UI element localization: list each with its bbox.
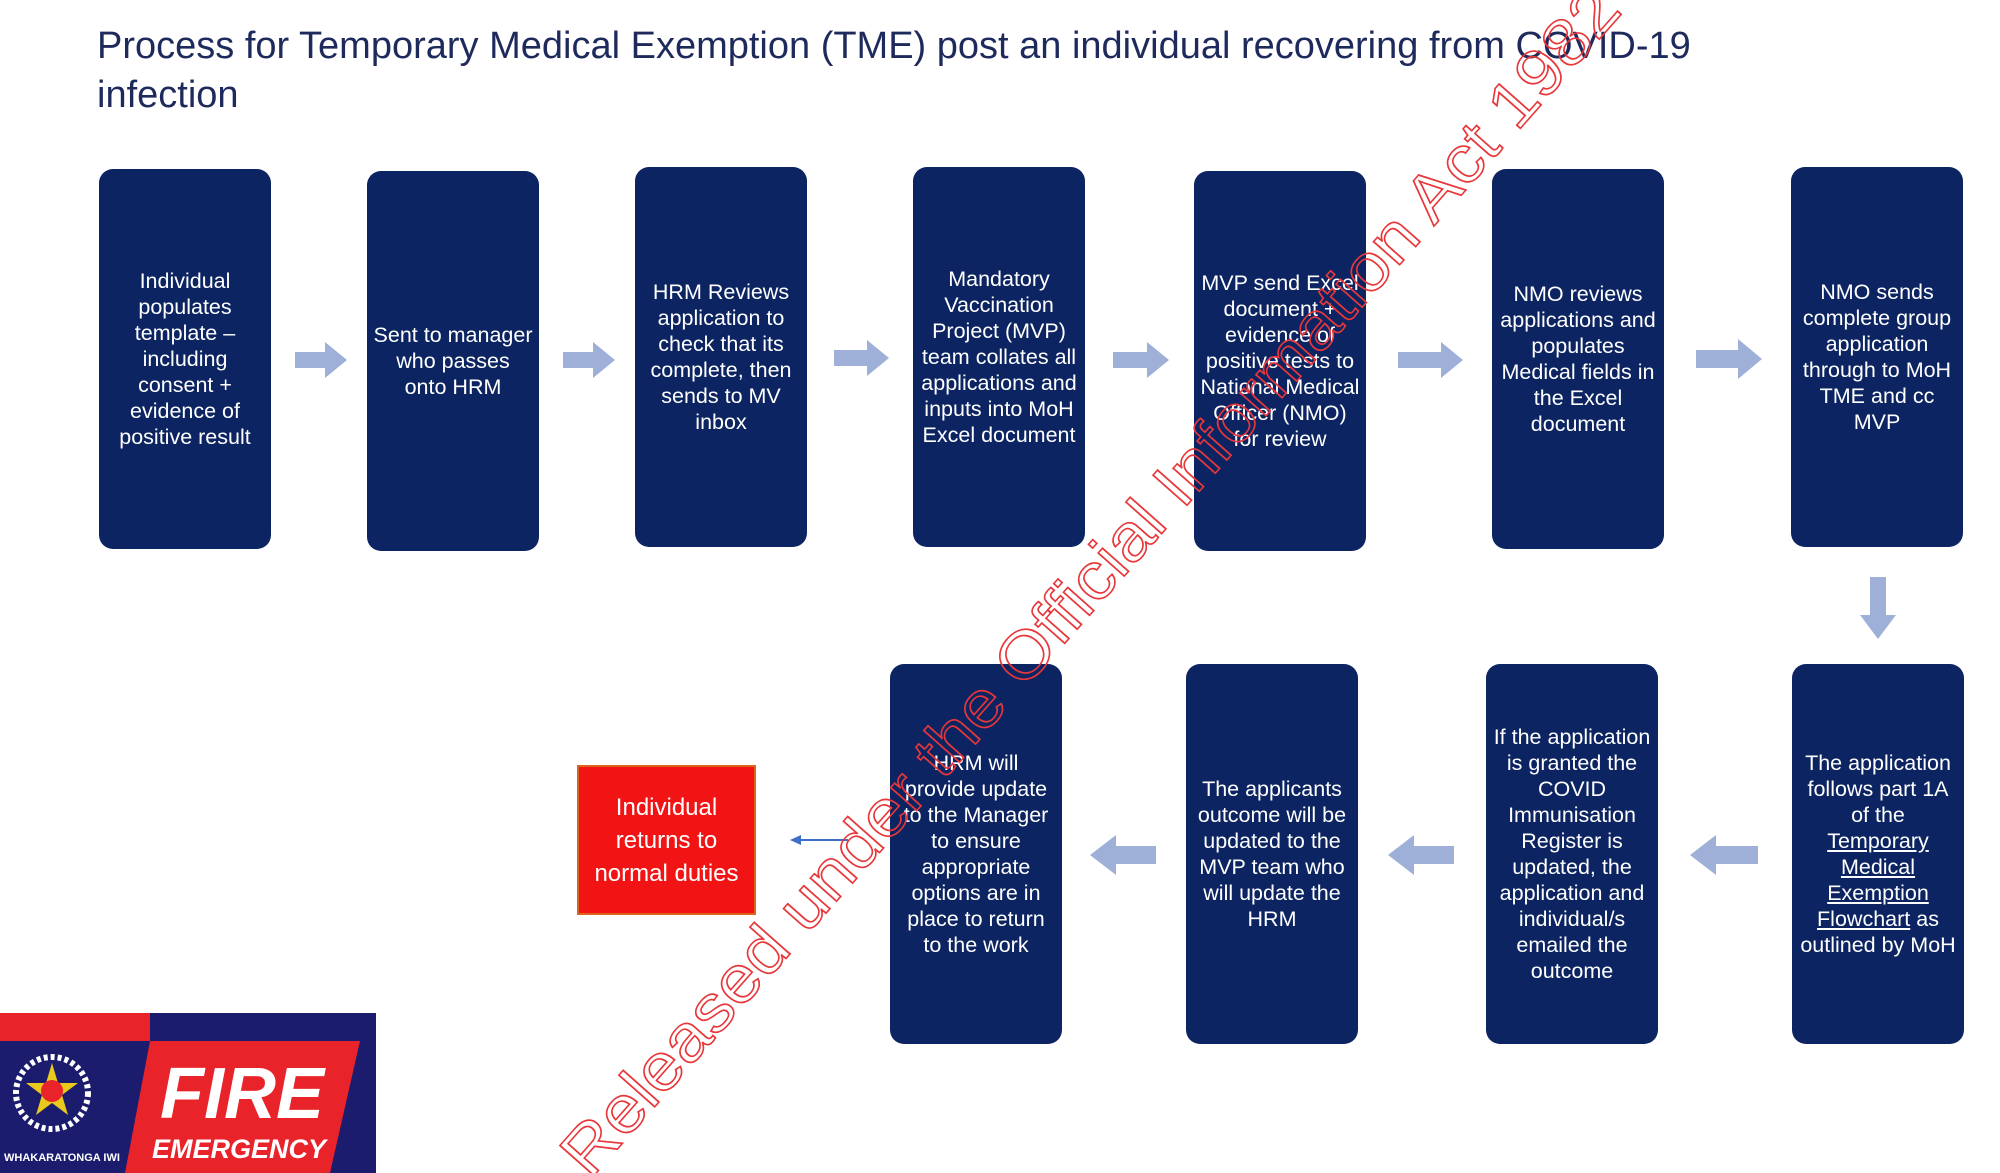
- step-4-box: Mandatory Vaccination Project (MVP) team…: [913, 167, 1085, 547]
- flowchart-link[interactable]: Temporary Medical Exemption Flowchart: [1817, 829, 1929, 931]
- step-text: NMO sends complete group application thr…: [1802, 280, 1952, 434]
- arrow-left-icon: [1090, 835, 1156, 875]
- crest-icon: [13, 1054, 91, 1132]
- step-1-box: Individual populates template – includin…: [99, 169, 271, 549]
- step-text: NMO reviews applications and populates M…: [1500, 282, 1656, 436]
- page-title: Process for Temporary Medical Exemption …: [97, 25, 1691, 116]
- step-text: Sent to manager who passes onto HRM: [373, 323, 533, 399]
- arrow-right-icon: [1696, 339, 1762, 379]
- svg-text:FIRE: FIRE: [160, 1054, 326, 1134]
- fire-emergency-logo: WHAKARATONGA IWI FIRE EMERGENCY: [0, 1013, 376, 1173]
- step-text: HRM will provide update to the Manager t…: [903, 751, 1049, 957]
- step-text: MVP send Excel document + evidence of po…: [1200, 271, 1360, 451]
- step-2-box: Sent to manager who passes onto HRM: [367, 171, 539, 551]
- arrow-right-icon: [1113, 342, 1169, 378]
- arrow-left-icon: [1690, 835, 1758, 875]
- step-11-box: HRM will provide update to the Manager t…: [890, 664, 1062, 1044]
- arrow-left-icon: [1388, 835, 1454, 875]
- step-text: The application follows part 1A of the T…: [1800, 751, 1956, 957]
- arrow-right-icon: [295, 342, 347, 378]
- arrow-right-icon: [1398, 342, 1463, 378]
- step-8-box: The application follows part 1A of the T…: [1792, 664, 1964, 1044]
- final-step-text: Individual returns to normal duties: [594, 793, 739, 887]
- step-7-box: NMO sends complete group application thr…: [1791, 167, 1963, 547]
- svg-text:WHAKARATONGA IWI: WHAKARATONGA IWI: [4, 1152, 120, 1164]
- arrow-right-icon: [563, 342, 615, 378]
- arrow-down-icon: [1860, 577, 1896, 639]
- step-text: Individual populates template – includin…: [119, 269, 251, 449]
- step-5-box: MVP send Excel document + evidence of po…: [1194, 171, 1366, 551]
- svg-text:EMERGENCY: EMERGENCY: [152, 1134, 329, 1164]
- step-text: If the application is granted the COVID …: [1493, 725, 1651, 983]
- arrow-right-icon: [834, 340, 889, 376]
- final-step-box: Individual returns to normal duties: [577, 765, 756, 915]
- thin-arrow-left-icon: [790, 835, 848, 845]
- step-9-box: If the application is granted the COVID …: [1486, 664, 1658, 1044]
- step-text: HRM Reviews application to check that it…: [650, 280, 792, 434]
- step-text: Mandatory Vaccination Project (MVP) team…: [921, 267, 1077, 447]
- step-6-box: NMO reviews applications and populates M…: [1492, 169, 1664, 549]
- step-10-box: The applicants outcome will be updated t…: [1186, 664, 1358, 1044]
- step-3-box: HRM Reviews application to check that it…: [635, 167, 807, 547]
- step-text: The applicants outcome will be updated t…: [1197, 777, 1347, 931]
